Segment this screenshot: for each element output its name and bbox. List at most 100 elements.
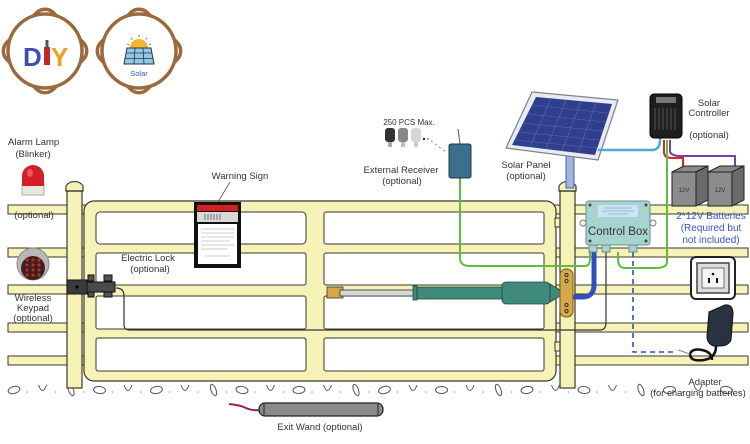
ground-speck bbox=[339, 391, 342, 393]
exit-wand-title: Exit Wand (optional) bbox=[277, 422, 363, 433]
pebble bbox=[266, 384, 275, 391]
solar-panel-optional: (optional) bbox=[506, 171, 546, 182]
control-box bbox=[579, 200, 657, 253]
lock-wire bbox=[115, 252, 607, 331]
external-receiver bbox=[448, 128, 472, 179]
wall-outlet bbox=[690, 256, 736, 300]
solar-controller-optional: (optional) bbox=[689, 130, 729, 141]
keypad-button bbox=[25, 263, 29, 267]
ground-speck bbox=[624, 391, 627, 393]
pebble bbox=[551, 384, 560, 391]
electric-lock-title: Electric Lock bbox=[121, 253, 175, 264]
exit-wand bbox=[228, 402, 384, 417]
green-receiver-wire bbox=[459, 178, 591, 267]
warning-sign-title: Warning Sign bbox=[211, 171, 269, 182]
ground-speck bbox=[396, 391, 399, 393]
pebble bbox=[180, 384, 190, 391]
keypad-button bbox=[37, 268, 41, 272]
pebble bbox=[38, 384, 47, 391]
keypad-button bbox=[31, 258, 35, 262]
pebble bbox=[93, 385, 106, 395]
solar-panel-icon bbox=[123, 47, 155, 65]
batteries-title: 2*12V Batteries bbox=[676, 211, 746, 222]
ground-pebbles bbox=[7, 383, 741, 397]
solar-panel-title: Solar Panel bbox=[501, 160, 551, 171]
pebble bbox=[7, 385, 21, 395]
solar-controller-label-2: Controller bbox=[688, 108, 730, 119]
keypad-button bbox=[37, 263, 41, 267]
power-adapter bbox=[677, 304, 734, 362]
ground-speck bbox=[111, 391, 114, 393]
warning-sign-pointer bbox=[217, 181, 231, 203]
ground-speck bbox=[197, 391, 199, 393]
wireless-keypad bbox=[16, 247, 50, 281]
pebble bbox=[123, 384, 133, 391]
solar-wire bbox=[598, 132, 662, 152]
battery-right: 12V bbox=[707, 165, 745, 207]
pebble bbox=[637, 383, 645, 397]
green-controller-wire bbox=[617, 140, 668, 269]
motor-cable bbox=[562, 249, 597, 300]
pebble bbox=[323, 384, 332, 391]
keypad-button bbox=[31, 268, 35, 272]
pebble bbox=[378, 385, 391, 395]
keypad-button bbox=[25, 258, 29, 262]
adapter-title: Adapter bbox=[688, 377, 722, 388]
battery-voltage-label: 12V bbox=[715, 188, 726, 194]
ground-speck bbox=[510, 391, 513, 393]
control-box-title: Control Box bbox=[587, 226, 649, 238]
pebble bbox=[720, 385, 733, 395]
battery-voltage-label: 12V bbox=[679, 188, 690, 194]
keypad-button bbox=[25, 268, 29, 272]
ground-speck bbox=[26, 391, 28, 393]
diy-badge: D Y bbox=[1, 7, 89, 95]
keypad-label-3: (optional) bbox=[13, 313, 53, 324]
solar-controller-label-1: Solar bbox=[697, 98, 721, 109]
pebble bbox=[520, 385, 534, 395]
pebble bbox=[693, 384, 703, 391]
keypad-button bbox=[31, 273, 35, 277]
screwdriver-icon bbox=[44, 47, 50, 65]
keypad-button bbox=[25, 273, 29, 277]
electric-lock bbox=[66, 274, 116, 298]
ground-speck bbox=[368, 391, 370, 393]
electric-lock-optional: (optional) bbox=[130, 264, 170, 275]
purple-battery-wire bbox=[669, 140, 736, 168]
keypad-label-1: Wireless bbox=[14, 293, 52, 304]
keypad-label-2: Keypad bbox=[16, 303, 50, 314]
ground-speck bbox=[282, 391, 285, 393]
sun-icon bbox=[126, 35, 152, 48]
battery-left: 12V bbox=[671, 165, 709, 207]
keypad-button bbox=[37, 258, 41, 262]
ground-speck bbox=[453, 391, 456, 393]
keypad-button bbox=[37, 273, 41, 277]
alarm-lamp bbox=[21, 165, 45, 196]
ground-speck bbox=[83, 391, 85, 393]
solar-controller bbox=[649, 93, 683, 139]
ground-speck bbox=[567, 391, 570, 393]
adapter-dashed-wire bbox=[632, 252, 675, 353]
solar-panel bbox=[505, 91, 619, 189]
external-receiver-title: External Receiver bbox=[363, 165, 439, 176]
external-receiver-optional: (optional) bbox=[382, 176, 422, 187]
ground-speck bbox=[168, 391, 171, 393]
warning-sign bbox=[194, 181, 241, 268]
batteries-note-1: (Required but bbox=[680, 223, 742, 234]
gate-opener-actuator bbox=[326, 268, 574, 318]
ground-speck bbox=[539, 391, 541, 393]
alarm-lamp-optional: (optional) bbox=[14, 210, 54, 221]
ground-speck bbox=[653, 391, 655, 393]
pebble bbox=[465, 384, 475, 391]
ground-speck bbox=[225, 391, 228, 393]
diy-letter-d: D bbox=[23, 42, 42, 72]
remote-controls bbox=[385, 128, 447, 153]
alarm-lamp-subtitle: (Blinker) bbox=[15, 149, 51, 160]
ground-speck bbox=[140, 391, 142, 393]
batteries-note-2: not included) bbox=[682, 235, 740, 246]
ground-speck bbox=[425, 391, 427, 393]
pebble bbox=[209, 383, 218, 397]
pebble bbox=[663, 385, 676, 395]
solar-badge: Solar bbox=[95, 7, 183, 95]
